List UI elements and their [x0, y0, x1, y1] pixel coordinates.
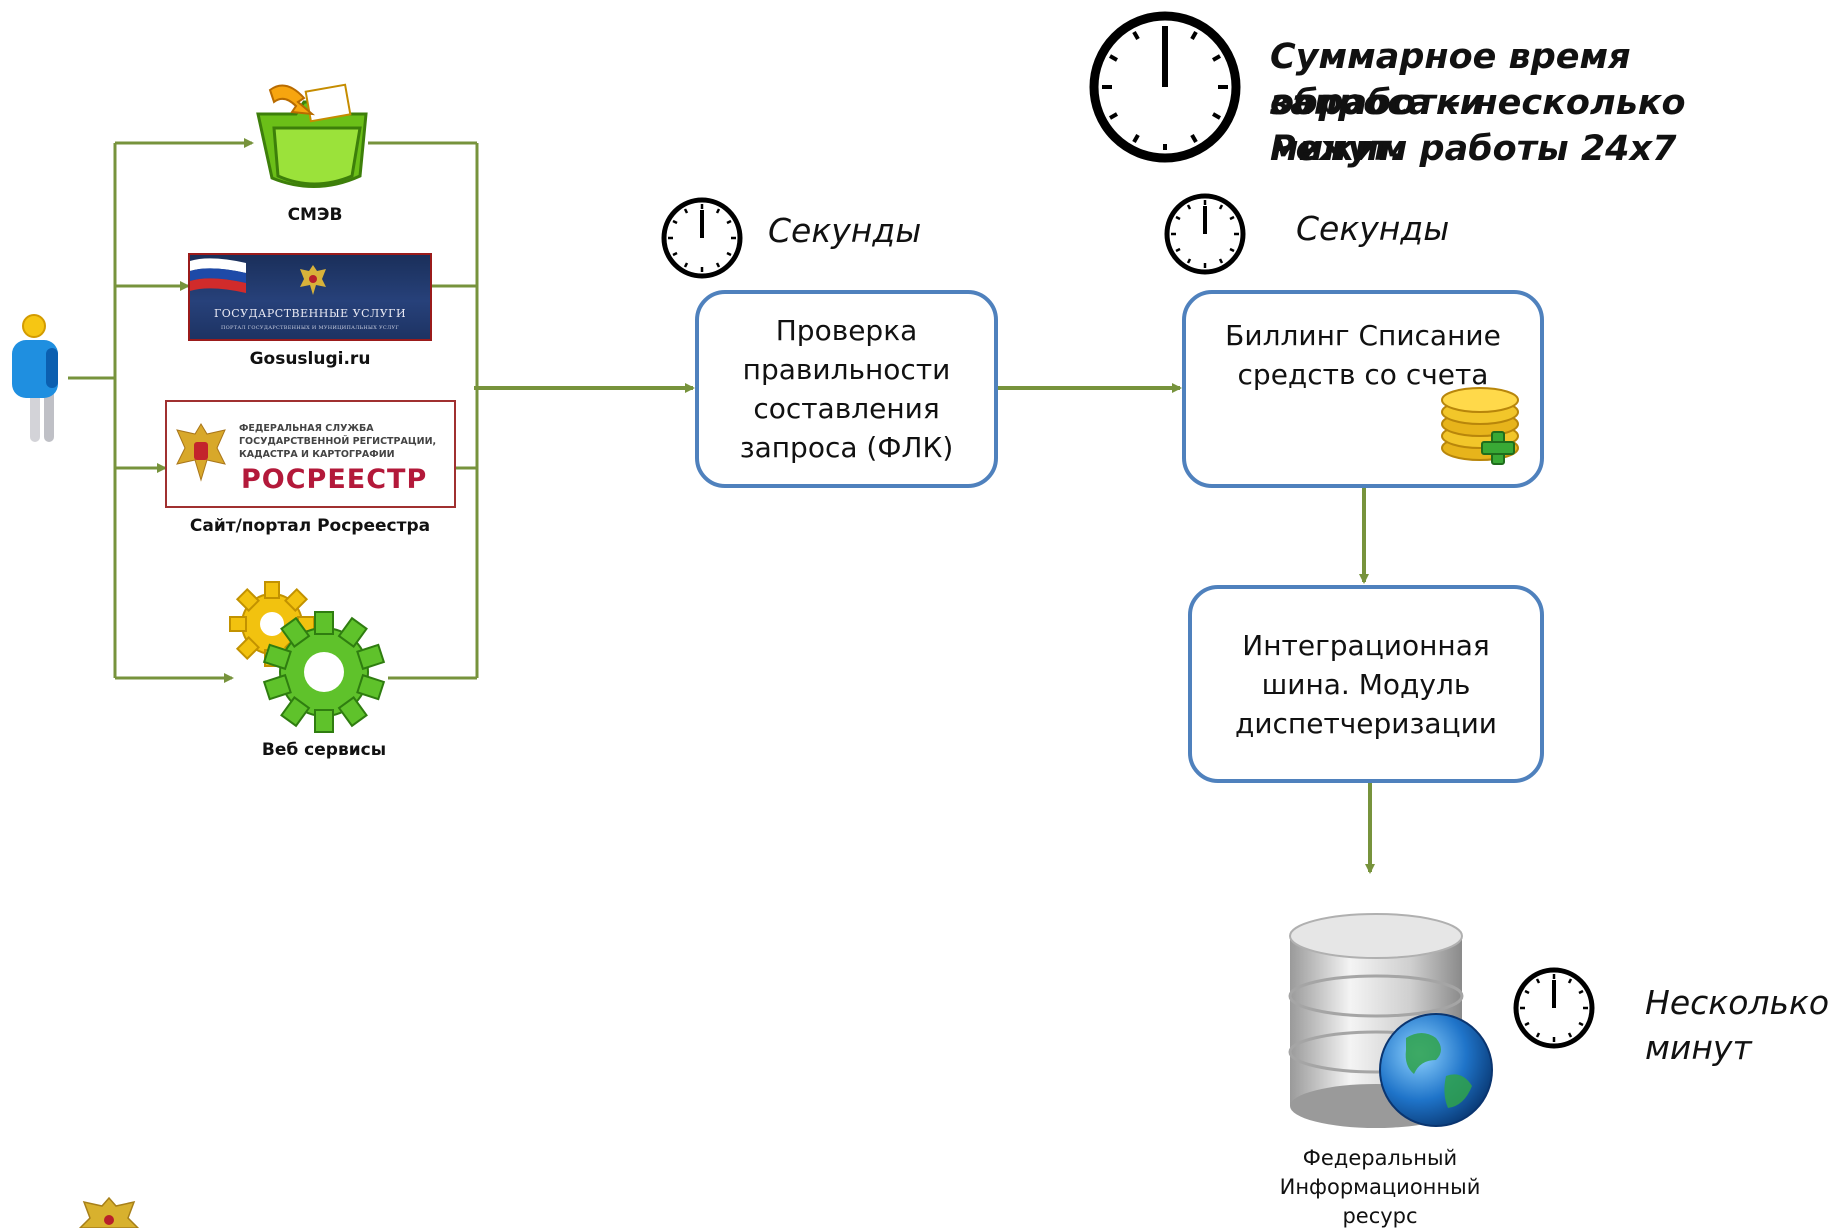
resource-time-line2: минут — [1645, 1028, 1752, 1067]
step-billing-box: Биллинг Списание средств со счета — [1182, 290, 1544, 488]
clock-icon-resource — [1513, 967, 1595, 1049]
summary-line3: Режим работы 24х7 — [1270, 129, 1677, 169]
flk-time-label: Секунды — [768, 211, 922, 250]
gosuslugi-banner-subtitle: ПОРТАЛ ГОСУДАРСТВЕННЫХ И МУНИЦИПАЛЬНЫХ У… — [220, 325, 400, 331]
gosuslugi-caption: Gosuslugi.ru — [249, 349, 371, 369]
webservices-caption: Веб сервисы — [261, 740, 387, 760]
summary-line2: запроса – несколько минут. — [1270, 83, 1686, 169]
step-flk-text: Проверка правильности составления запрос… — [739, 314, 954, 464]
big-clock-icon — [1089, 11, 1241, 163]
green-folder-icon — [256, 83, 368, 188]
eagle-emblem-icon — [300, 265, 326, 295]
rosreestr-caption: Сайт/портал Росреестра — [189, 516, 431, 536]
rosreestr-logo-icon: ФЕДЕРАЛЬНАЯ СЛУЖБА ГОСУДАРСТВЕННОЙ РЕГИС… — [165, 400, 456, 508]
database-globe-icon — [1288, 913, 1493, 1128]
summary-line1: Суммарное время обработки — [1270, 37, 1631, 123]
rosreestr-logo-name: РОСРЕЕСТР — [241, 464, 428, 495]
step-bus-text: Интеграционная шина. Модуль диспетчериза… — [1234, 628, 1498, 740]
resource-time-line1: Несколько — [1645, 983, 1830, 1022]
gosuslugi-banner-title: ГОСУДАРСТВЕННЫЕ УСЛУГИ — [213, 307, 407, 320]
gears-icon — [229, 581, 386, 733]
billing-time-label: Секунды — [1296, 209, 1450, 248]
resource-caption: Федеральный Информационный ресурс — [1279, 1146, 1481, 1228]
user-icon — [12, 314, 58, 442]
gold-coins-icon — [1441, 387, 1519, 465]
clock-icon-billing — [1164, 193, 1246, 275]
clock-icon-flk — [661, 197, 743, 279]
gosuslugi-banner-icon: ГОСУДАРСТВЕННЫЕ УСЛУГИ ПОРТАЛ ГОСУДАРСТВ… — [188, 253, 432, 341]
rosreestr-logo-line1: ФЕДЕРАЛЬНАЯ СЛУЖБА — [239, 423, 374, 434]
russian-flag-icon — [190, 258, 246, 293]
smev-caption: СМЭВ — [287, 205, 343, 225]
emblem-icon — [78, 1196, 140, 1228]
rosreestr-logo-line2: ГОСУДАРСТВЕННОЙ РЕГИСТРАЦИИ, — [239, 436, 437, 447]
rosreestr-logo-line3: КАДАСТРА И КАРТОГРАФИИ — [239, 449, 395, 460]
step-bus-box: Интеграционная шина. Модуль диспетчериза… — [1188, 585, 1544, 783]
step-billing-text: Биллинг Списание средств со счета — [1225, 319, 1501, 391]
plus-icon — [1481, 431, 1515, 465]
rosreestr-eagle-icon — [176, 423, 226, 482]
step-flk-box: Проверка правильности составления запрос… — [695, 290, 998, 488]
